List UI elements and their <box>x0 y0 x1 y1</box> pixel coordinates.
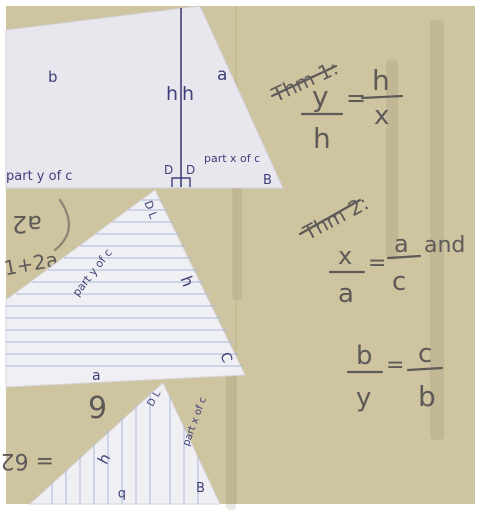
thm2a-rhs-bar <box>386 254 422 260</box>
thm2b-lhs-numerator: b <box>356 341 373 371</box>
label-vertex-dl: D L <box>141 199 160 221</box>
label-altitude-h-right: h <box>182 83 194 105</box>
thm2b-rhs-numerator: c <box>418 339 432 369</box>
thm1-lhs-numerator: y <box>312 80 329 113</box>
label-vertex-b: B <box>196 481 205 496</box>
thm2-underline <box>298 198 362 236</box>
thm1-rhs-bar <box>360 94 404 100</box>
thm2a-rhs-numerator: a <box>394 230 409 258</box>
scribble-a2: a2 <box>12 210 42 238</box>
scribble-curve <box>53 198 70 252</box>
triangle-middle: part y of c h a C D L <box>5 189 246 388</box>
thm2-and: and <box>424 233 465 258</box>
thm1-equals: = <box>346 84 366 112</box>
triangle-middle-paper <box>5 189 246 388</box>
scribble-equals-62: = 62 <box>1 448 54 473</box>
notebook-lines-small <box>51 392 199 504</box>
triangle-small-paper <box>28 382 221 505</box>
notebook-lines <box>6 199 243 367</box>
thm1-underline <box>270 64 338 98</box>
label-side-b: b <box>48 68 58 86</box>
label-part-x: part x of c <box>204 152 260 165</box>
label-part-y: part y of c <box>6 169 72 184</box>
thm2a-lhs-denominator: a <box>338 279 354 309</box>
scribble-9: 9 <box>88 391 107 426</box>
label-side-a: a <box>217 65 227 85</box>
label-vertex-b: B <box>263 173 272 188</box>
label-vertex-d-right: D <box>186 163 195 177</box>
thm2b-equals: = <box>386 353 404 378</box>
triangle-large-paper <box>5 5 284 189</box>
label-altitude-h-left: h <box>166 83 178 105</box>
background-scribbles: a2 1+2a 9 = 62 <box>1 198 107 473</box>
thm2a-rhs-denominator: c <box>392 267 406 297</box>
triangle-large: b h h a part y of c D D part x of c B <box>5 5 284 189</box>
thm2b-rhs-denominator: b <box>418 380 436 413</box>
thm2a-lhs-numerator: x <box>338 242 352 270</box>
thm2a-equals: = <box>368 251 386 276</box>
thm2b-lhs-denominator: y <box>356 383 371 413</box>
thm1-lhs-denominator: h <box>313 122 331 155</box>
label-side-b: b <box>118 486 126 501</box>
thm1-rhs-denominator: x <box>374 101 389 131</box>
label-vertex-d-left: D <box>164 163 173 177</box>
thm1-rhs-numerator: h <box>372 64 390 97</box>
label-side-a: a <box>92 368 101 384</box>
thm2b-rhs-bar <box>406 366 444 372</box>
right-angle-mark <box>171 177 191 187</box>
